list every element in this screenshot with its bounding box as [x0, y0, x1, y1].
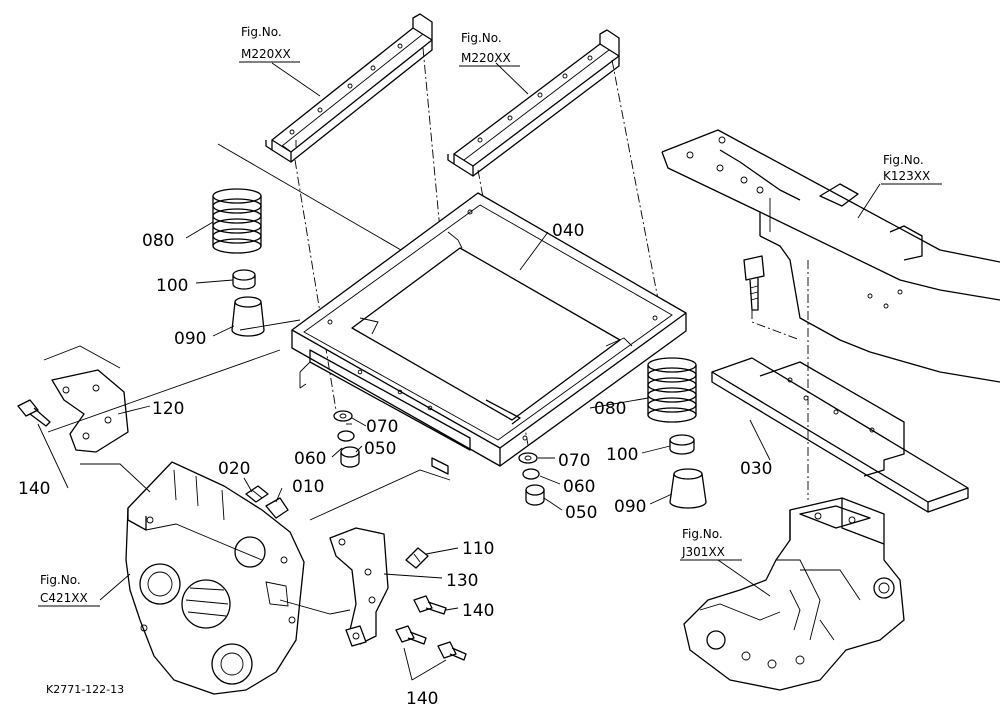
- housing-j301: [683, 497, 905, 691]
- washer-stack-left: [333, 410, 360, 468]
- figref-2-line1: Fig.No.: [461, 31, 502, 45]
- pin-020: [245, 485, 269, 503]
- label-130: 130: [446, 571, 478, 591]
- label-080-left: 080: [142, 231, 174, 251]
- gearcase-c421: [125, 461, 305, 695]
- figref-5-line2: J301XX: [681, 545, 725, 559]
- label-110: 110: [462, 539, 494, 559]
- label-020: 020: [218, 459, 250, 479]
- label-100-left: 100: [156, 276, 188, 296]
- label-140-bottom: 140: [406, 689, 438, 709]
- figref-3-line1: Fig.No.: [883, 153, 924, 167]
- label-050-left: 050: [364, 439, 396, 459]
- seat-frame: [291, 192, 687, 475]
- figref-4-line1: Fig.No.: [40, 573, 81, 587]
- figref-4-line2: C421XX: [40, 591, 88, 605]
- label-100-right: 100: [606, 445, 638, 465]
- label-080-right: 080: [594, 399, 626, 419]
- drawing-code: K2771-122-13: [46, 683, 124, 696]
- seat-rail-right: [447, 29, 620, 177]
- bumper-right: [669, 468, 707, 509]
- figref-3-line2: K123XX: [883, 169, 930, 183]
- figref-1-line2: M220XX: [241, 47, 291, 61]
- washer-stack-right: [518, 452, 545, 506]
- label-090-right: 090: [614, 497, 646, 517]
- label-060-right: 060: [563, 477, 595, 497]
- spring-right: [647, 357, 697, 423]
- cushion-left: [232, 269, 256, 290]
- pin-110: [405, 547, 429, 569]
- pin-010: [265, 497, 289, 519]
- figref-5-line1: Fig.No.: [682, 527, 723, 541]
- label-030: 030: [740, 459, 772, 479]
- bolt-140-low-b: [437, 641, 467, 661]
- spring-left: [212, 188, 262, 254]
- label-090-left: 090: [174, 329, 206, 349]
- label-070-right: 070: [558, 451, 590, 471]
- figref-2-line2: M220XX: [461, 51, 511, 65]
- bolt-140-low-a: [395, 625, 427, 645]
- label-040: 040: [552, 221, 584, 241]
- bumper-left: [231, 296, 265, 337]
- label-140-left: 140: [18, 479, 50, 499]
- figref-1-line1: Fig.No.: [241, 25, 282, 39]
- cushion-right: [669, 434, 695, 455]
- seat-rail-left: [265, 13, 433, 163]
- mounting-bracket-030: [711, 357, 969, 513]
- label-140-mid: 140: [462, 601, 494, 621]
- bracket-120: [51, 369, 129, 453]
- bolt-140-left: [17, 399, 51, 427]
- label-050-right: 050: [565, 503, 597, 523]
- label-060-left: 060: [294, 449, 326, 469]
- bracket-130: [329, 527, 389, 647]
- bolt-k123: [743, 255, 765, 311]
- bolt-140-mid: [413, 595, 447, 615]
- main-frame-k123: [661, 129, 1000, 383]
- label-070-left: 070: [366, 417, 398, 437]
- label-010: 010: [292, 477, 324, 497]
- label-120: 120: [152, 399, 184, 419]
